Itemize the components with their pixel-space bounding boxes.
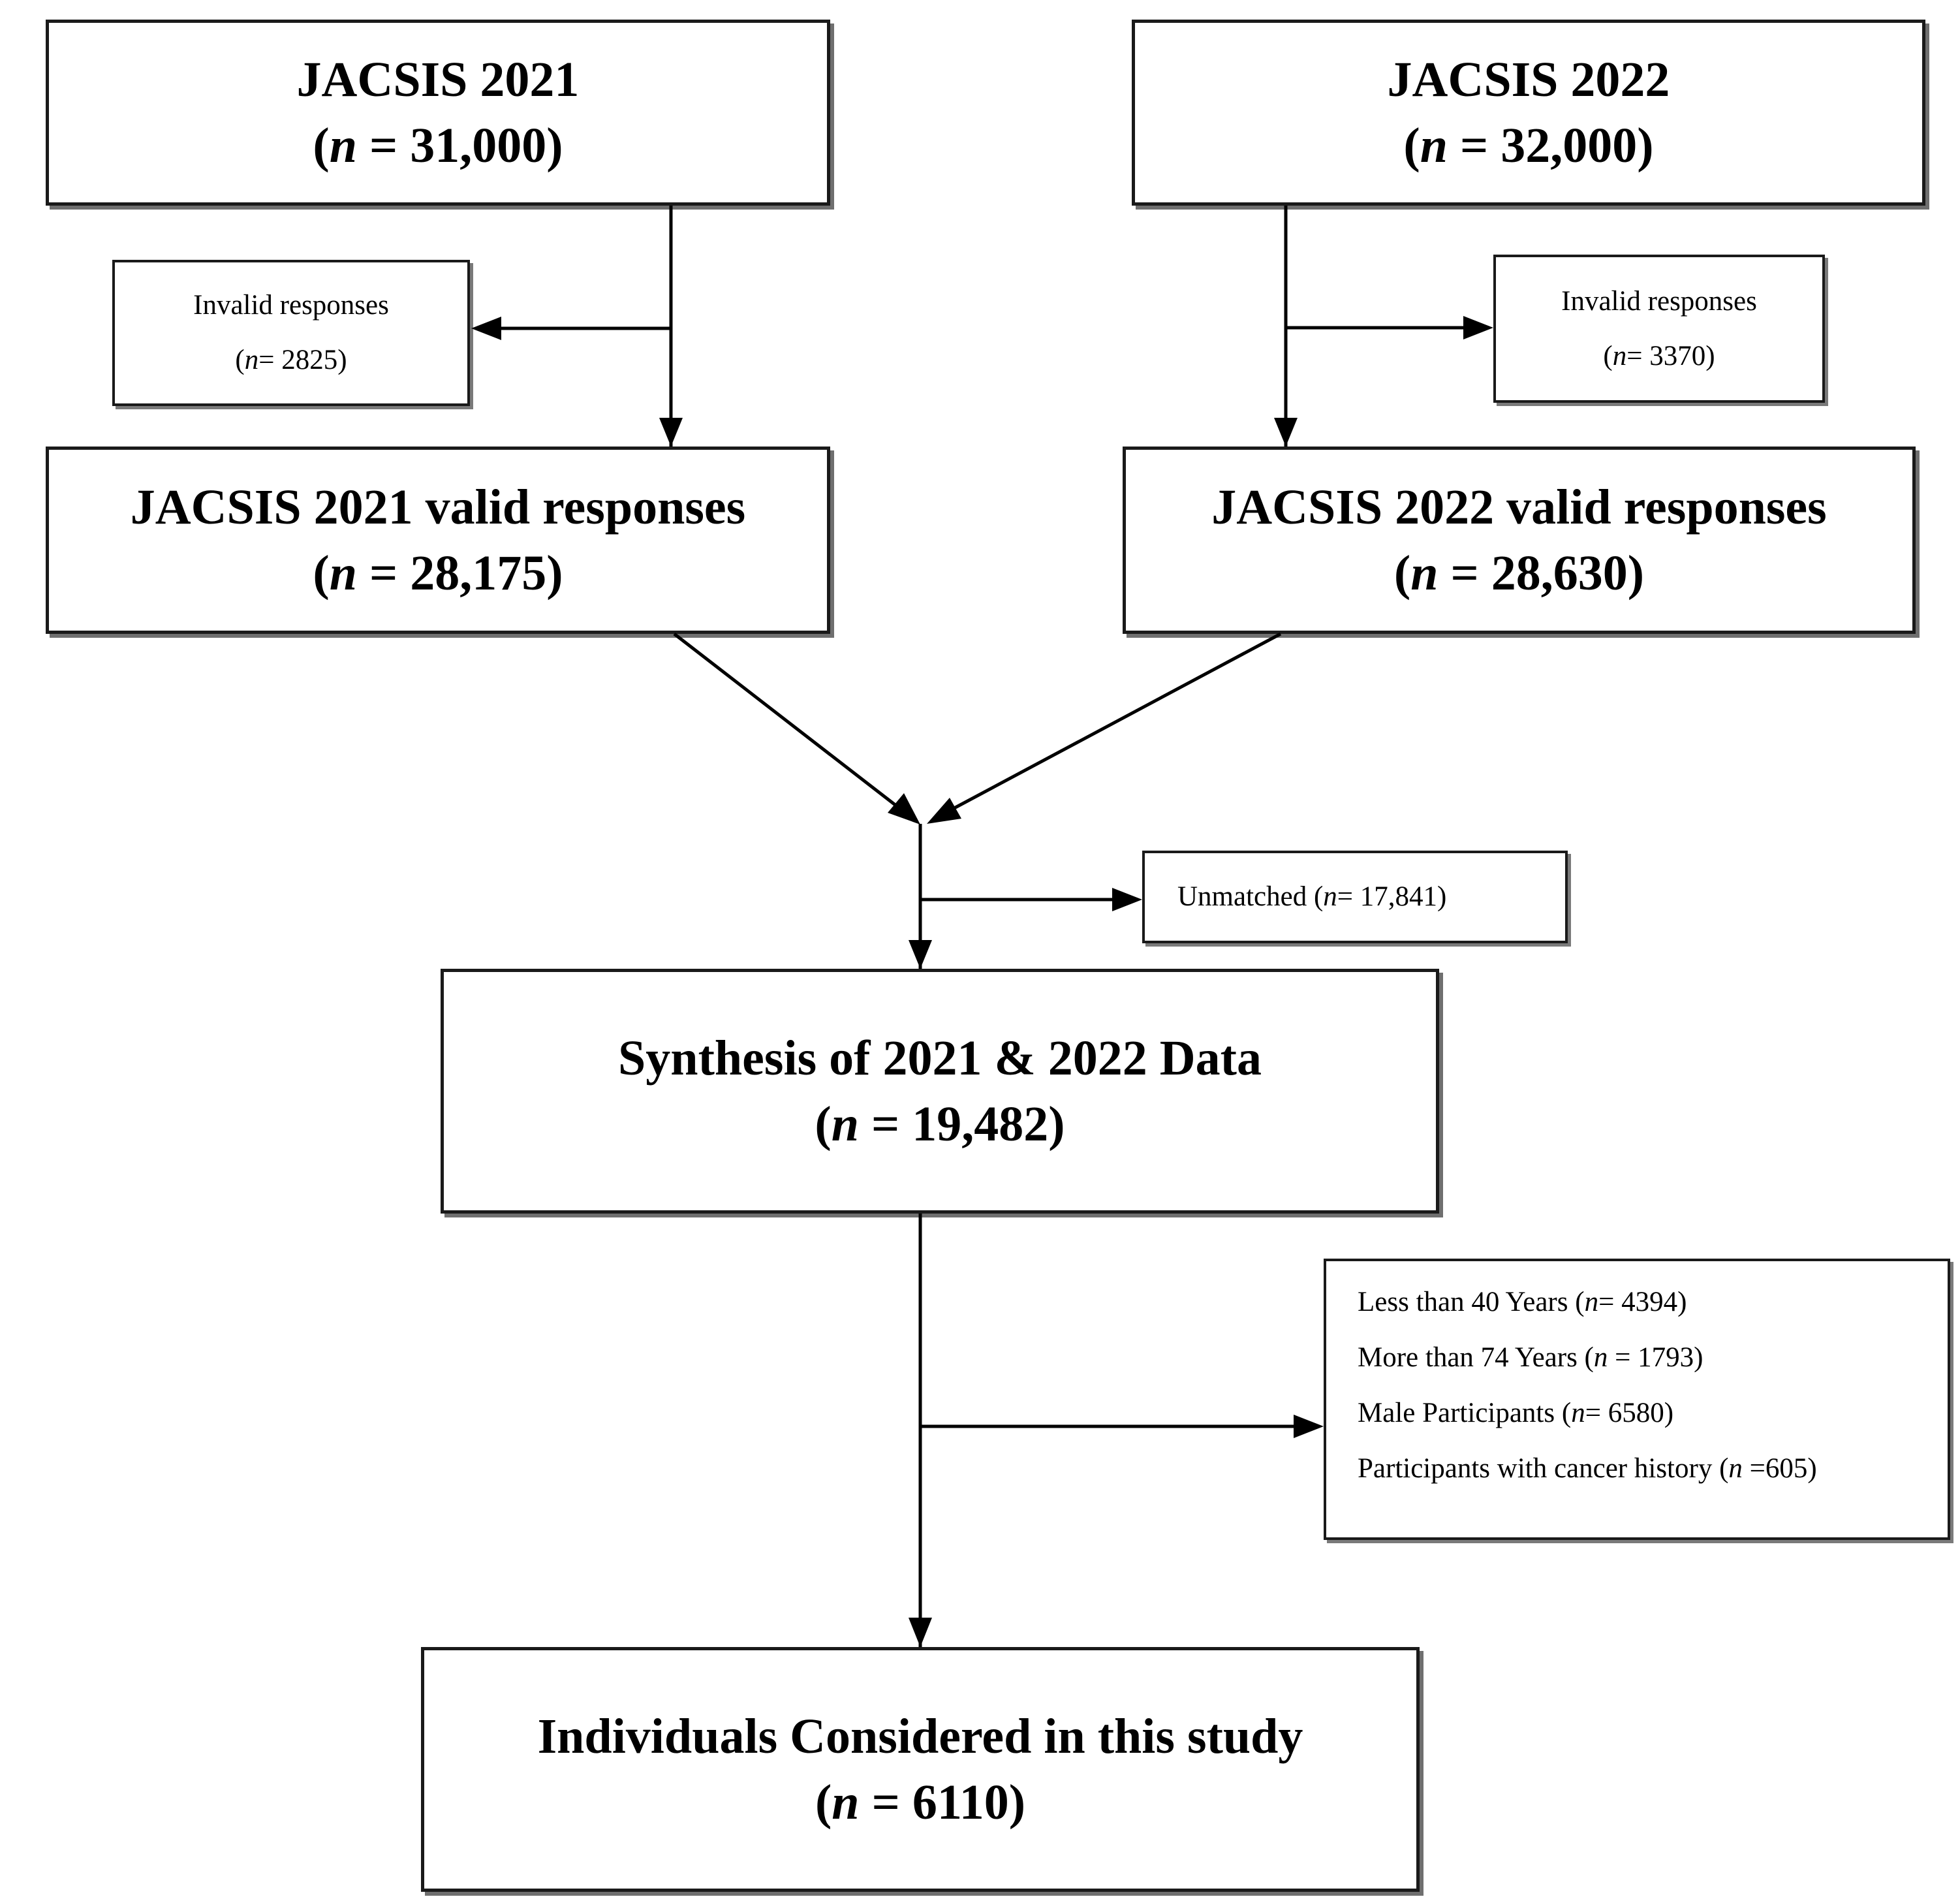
invalid-2021-box: Invalid responses (n= 2825) [112,260,470,406]
jacsis-2022-count: (n = 32,000) [1403,118,1654,173]
jacsis-2021-box: JACSIS 2021 (n = 31,000) [46,20,830,206]
invalid-2022-label: Invalid responses [1561,285,1757,317]
valid-2022-title: JACSIS 2022 valid responses [1211,480,1827,535]
jacsis-2021-title: JACSIS 2021 [296,52,580,108]
invalid-2021-count: (n= 2825) [235,345,347,375]
synthesis-count: (n = 19,482) [815,1096,1065,1152]
valid-2021-box: JACSIS 2021 valid responses (n = 28,175) [46,447,830,634]
final-box: Individuals Considered in this study (n … [421,1647,1420,1892]
valid-2021-count: (n = 28,175) [313,545,563,601]
invalid-2022-count: (n= 3370) [1603,340,1715,371]
exclusion-age-over-74: More than 74 Years (n = 1793) [1358,1342,1703,1373]
final-title: Individuals Considered in this study [537,1709,1303,1765]
invalid-2022-box: Invalid responses (n= 3370) [1493,255,1825,403]
unmatched-label: Unmatched (n= 17,841) [1177,881,1447,913]
unmatched-box: Unmatched (n= 17,841) [1142,851,1568,943]
jacsis-2022-box: JACSIS 2022 (n = 32,000) [1132,20,1925,206]
valid-2022-box: JACSIS 2022 valid responses (n = 28,630) [1123,447,1916,634]
jacsis-2022-title: JACSIS 2022 [1387,52,1670,108]
exclusions-box: Less than 40 Years (n= 4394) More than 7… [1324,1259,1950,1540]
invalid-2021-label: Invalid responses [193,290,389,321]
final-count: (n = 6110) [815,1774,1025,1830]
valid-2021-title: JACSIS 2021 valid responses [130,480,746,535]
exclusion-age-under-40: Less than 40 Years (n= 4394) [1358,1287,1687,1317]
exclusion-male: Male Participants (n= 6580) [1358,1398,1674,1428]
valid-2022-count: (n = 28,630) [1393,545,1645,601]
synthesis-box: Synthesis of 2021 & 2022 Data (n = 19,48… [441,969,1439,1214]
arrow-valid2022-to-merge [932,632,1282,821]
synthesis-title: Synthesis of 2021 & 2022 Data [618,1031,1262,1086]
arrow-valid2021-to-merge [673,633,915,821]
jacsis-2021-count: (n = 31,000) [313,118,563,173]
exclusion-cancer-history: Participants with cancer history (n =605… [1358,1453,1817,1484]
